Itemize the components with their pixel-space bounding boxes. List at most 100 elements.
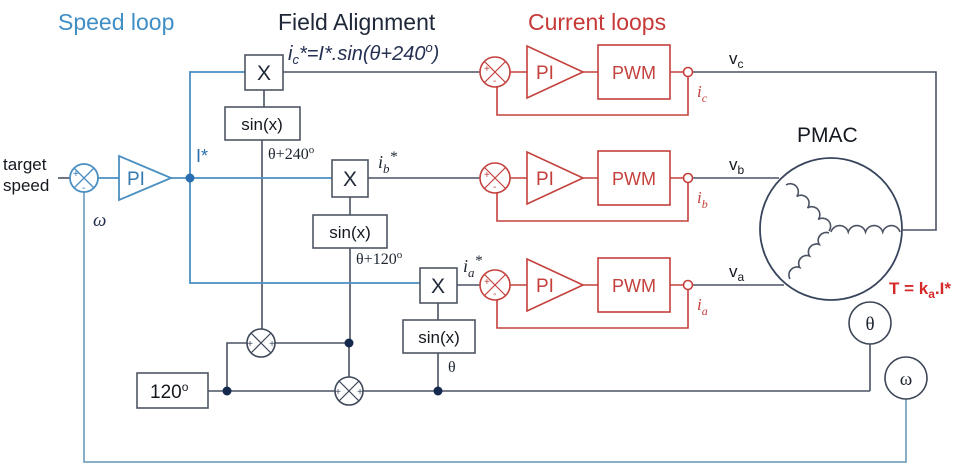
- current-sum-cross-b: [484, 167, 506, 189]
- pwm-label-a: PWM: [612, 276, 656, 296]
- titles: Speed loop Field Alignment Current loops…: [3, 9, 666, 231]
- pmac-motor: PMAC T = ka.I* θ ω: [759, 124, 951, 400]
- red-wires: [496, 71, 689, 329]
- pwm-block-c: [597, 44, 671, 100]
- dark-wires: [58, 71, 937, 392]
- sine-0-label: sin(x): [418, 328, 460, 347]
- speed-loop-section: + - PI: [69, 154, 195, 202]
- theta-sensor-label: θ: [865, 314, 874, 335]
- field-alignment-section: + + + + X X X sin(x) sin(x) sin(x) 120o …: [136, 40, 483, 409]
- ic-equation-label: ic*=I*.sin(θ+240o): [288, 40, 439, 67]
- coil-phase-b: [785, 182, 832, 232]
- speed-summing-cross: [73, 167, 95, 189]
- pwm-label-b: PWM: [612, 169, 656, 189]
- wire-istar-down-branch: [189, 178, 420, 284]
- omega-sensor-label: ω: [900, 369, 913, 390]
- motor-label: PMAC: [797, 124, 858, 147]
- wire-offset-to-adder1: [226, 342, 247, 391]
- angle-adder-1-cross: [250, 332, 272, 354]
- multiplier-a-label: X: [431, 275, 445, 298]
- vb-label: vb: [729, 155, 745, 177]
- multiplier-box-b: [331, 159, 369, 198]
- sum-plus-a: +: [484, 277, 490, 288]
- pwm-block-b: [597, 150, 671, 206]
- angle-adder-2-cross: [338, 380, 360, 402]
- target-speed-label-line2: speed: [3, 176, 49, 195]
- current-loop-b: + - PI PWM vb ib: [479, 150, 745, 211]
- sine-120-label: sin(x): [329, 223, 371, 242]
- sum-plus-c: +: [484, 64, 490, 75]
- wire-omega-feedback: [83, 192, 907, 463]
- istar-label: I*: [196, 146, 208, 166]
- sum-minus-c: -: [493, 76, 496, 87]
- wire-loop-b-feedback: [496, 183, 689, 222]
- offset-120-label: 120o: [150, 380, 189, 403]
- pwm-label-c: PWM: [612, 63, 656, 83]
- adder1-plus-right: +: [269, 339, 275, 350]
- omega-sensor: [884, 356, 928, 400]
- pi-label-c: PI: [536, 63, 554, 84]
- ib-ref-label: ib*: [378, 149, 398, 176]
- ia-ref-label: ia*: [463, 253, 483, 280]
- title-speed-loop: Speed loop: [58, 9, 174, 35]
- coil-phase-c: [830, 224, 901, 235]
- adder2-plus-left: +: [335, 387, 341, 398]
- output-node-c: [682, 66, 694, 78]
- ia-feedback-label: ia: [697, 295, 708, 318]
- blue-wires: [83, 71, 907, 463]
- wire-istar-up-branch: [189, 71, 245, 178]
- speed-pi-label: PI: [127, 169, 145, 190]
- speed-pi-block: [118, 154, 174, 202]
- junction-dot-theta: [433, 386, 443, 396]
- speed-sum-plus-sign: +: [73, 169, 79, 180]
- sine-block-120: [312, 214, 388, 249]
- ib-feedback-label: ib: [697, 188, 708, 211]
- ic-feedback-label: ic: [697, 82, 708, 105]
- wire-loop-a-feedback: [496, 290, 689, 329]
- current-loop-a: + - PI PWM va ia: [479, 257, 745, 318]
- title-current-loops: Current loops: [528, 9, 666, 35]
- output-node-b: [682, 172, 694, 184]
- title-field-alignment: Field Alignment: [278, 9, 436, 35]
- pi-block-b: [526, 150, 585, 206]
- pi-label-b: PI: [536, 169, 554, 190]
- current-sum-cross-a: [484, 274, 506, 296]
- va-label: va: [729, 262, 745, 284]
- adder2-plus-right: +: [357, 387, 363, 398]
- sum-minus-a: -: [493, 289, 496, 300]
- sine-240-label: sin(x): [241, 115, 283, 134]
- wire-vc: [693, 71, 937, 231]
- theta-sensor: [848, 301, 892, 345]
- speed-sum-minus-sign: -: [82, 183, 85, 194]
- wire-loop-c-feedback: [496, 77, 689, 116]
- pi-block-c: [526, 44, 585, 100]
- multiplier-box-a: [419, 267, 458, 304]
- offset-120-block: [136, 372, 209, 409]
- sine-block-240: [224, 106, 301, 141]
- sum-plus-b: +: [484, 170, 490, 181]
- vc-label: vc: [729, 49, 744, 71]
- junction-dot-offset: [222, 386, 232, 396]
- angle-0-label: θ: [448, 359, 456, 376]
- pi-block-a: [526, 257, 585, 313]
- istar-junction-dot: [185, 173, 195, 183]
- adder1-plus-left: +: [247, 339, 253, 350]
- junction-dot-theta120: [344, 338, 354, 348]
- angle-240-label: θ+240o: [268, 144, 315, 163]
- motor-circle: [759, 157, 903, 301]
- sum-minus-b: -: [493, 182, 496, 193]
- target-speed-label-line1: target: [3, 155, 47, 174]
- torque-equation: T = ka.I*: [889, 279, 951, 301]
- output-node-a: [682, 279, 694, 291]
- omega-feedback-label: ω: [93, 210, 106, 231]
- coil-phase-a: [788, 231, 830, 280]
- pwm-block-a: [597, 257, 671, 313]
- sine-block-0: [402, 319, 476, 354]
- multiplier-b-label: X: [343, 168, 357, 191]
- multiplier-box-c: [244, 54, 284, 91]
- current-sum-cross-c: [484, 61, 506, 83]
- angle-120-label: θ+120o: [356, 249, 403, 268]
- pi-label-a: PI: [536, 276, 554, 297]
